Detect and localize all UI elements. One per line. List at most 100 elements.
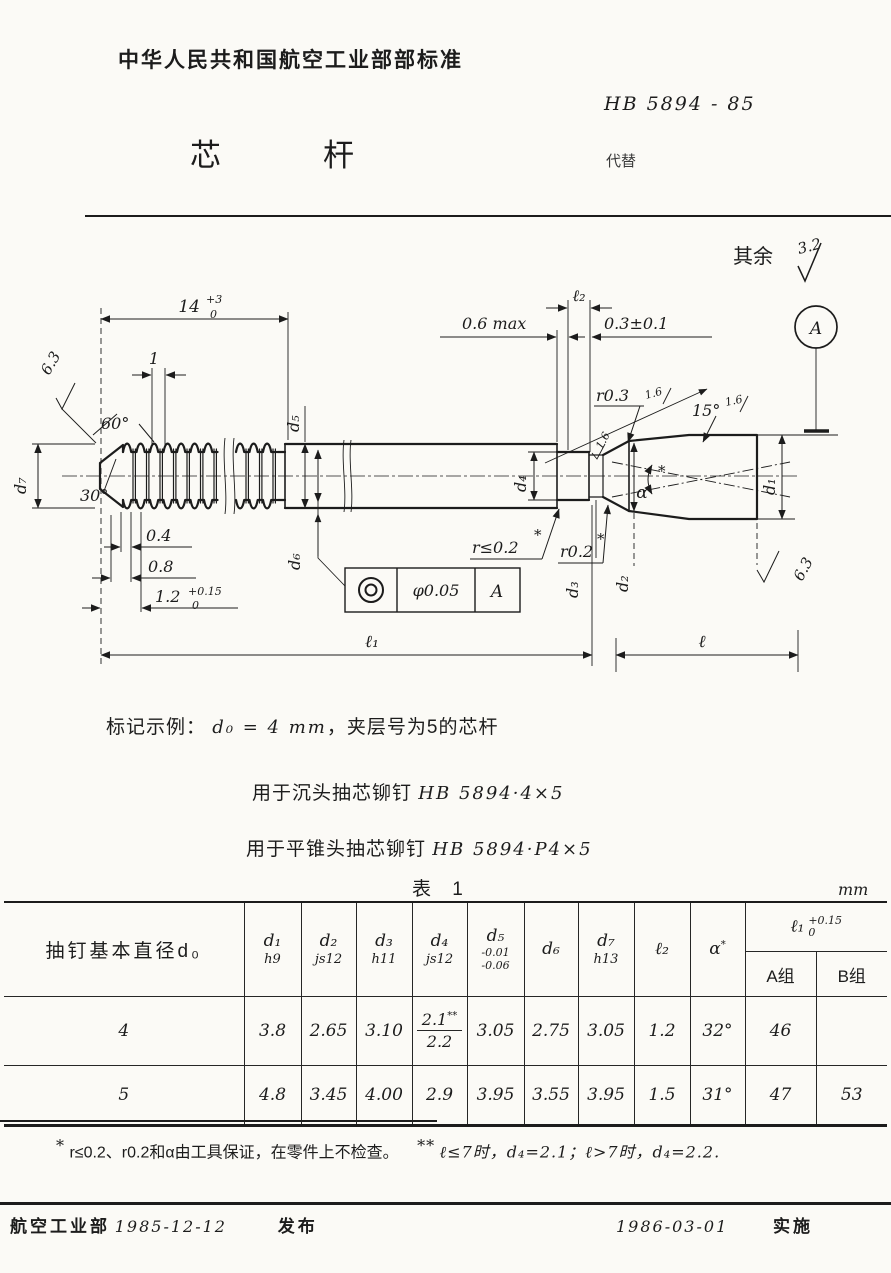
dim-12-tol-up: +0.15 xyxy=(188,585,222,598)
neck-extensions xyxy=(556,300,591,452)
cell-d5: 3.05 xyxy=(466,996,525,1066)
ministry-standard-heading: 中华人民共和国航空工业部部标准 xyxy=(118,49,463,72)
marking-line2-text: 用于沉头抽芯铆钉 xyxy=(252,783,413,804)
cell-d7: 3.05 xyxy=(577,996,635,1066)
d1-label: d₁ xyxy=(760,478,779,495)
cell-l1-b: 53 xyxy=(815,1065,887,1126)
rough-63-left-leader xyxy=(61,408,97,444)
table-unit: mm xyxy=(838,880,869,899)
angle-30-label: 30° xyxy=(80,486,108,505)
dim-03-value: 0.3±0.1 xyxy=(604,314,668,333)
cell-d7: 3.95 xyxy=(577,1065,635,1126)
r-02-label: r0.2 xyxy=(560,542,593,561)
table-row: 4 3.8 2.65 3.10 2.1**2.2 3.05 2.75 3.05 … xyxy=(4,996,887,1066)
marking-example-line2: 用于沉头抽芯铆钉 HB 5894·4×5 xyxy=(252,778,564,805)
small-dim-extensions xyxy=(110,512,142,612)
dim-04-value: 0.4 xyxy=(146,526,171,545)
col-header-d0: 抽钉基本直径d₀ xyxy=(4,901,245,997)
tolerance-frame-dividers xyxy=(396,568,476,612)
angle-60-label: 60° xyxy=(101,414,129,433)
cell-d0: 5 xyxy=(4,1065,245,1126)
thread-length-value: 14 xyxy=(178,297,200,317)
dim-08-value: 0.8 xyxy=(148,557,173,576)
tolerance-datum: A xyxy=(489,582,503,602)
cell-d6: 2.75 xyxy=(523,996,579,1066)
part-drawing: 其余 3.2 A d₇ xyxy=(11,235,838,672)
d7-label: d₇ xyxy=(11,477,30,494)
table-row: 5 4.8 3.45 4.00 2.9 3.95 3.55 3.95 1.5 3… xyxy=(4,1065,887,1126)
l2-label: ℓ₂ xyxy=(572,286,585,305)
angle-30-leader xyxy=(103,458,117,492)
rough-63-right-value: 6.3 xyxy=(790,554,817,584)
d2-label: d₂ xyxy=(613,575,632,592)
dim-12-value: 1.2 xyxy=(155,587,180,606)
footer-implementation: 1986-03-01 实施 xyxy=(616,1212,813,1237)
d6-label: d₆ xyxy=(285,553,304,570)
concentricity-icon xyxy=(358,577,384,603)
tolerance-value: φ0.05 xyxy=(413,581,460,600)
footer-issue-label: 发布 xyxy=(277,1217,318,1236)
thread-length-tol-up: +3 xyxy=(206,293,222,306)
thread-profile xyxy=(121,442,278,510)
cell-d4: 2.9 xyxy=(411,1065,468,1126)
cell-d6: 3.55 xyxy=(523,1065,579,1126)
r-02-leader xyxy=(602,504,611,564)
footer-issue: 航空工业部 1985-12-12 发布 xyxy=(10,1212,318,1237)
replaces-label: 代替 xyxy=(606,153,637,170)
r-03-leader xyxy=(627,405,641,443)
general-roughness-value: 3.2 xyxy=(796,235,824,258)
cell-d0: 4 xyxy=(4,996,245,1066)
cell-d1: 4.8 xyxy=(243,1065,302,1126)
col-header-group-b: B组 xyxy=(815,951,887,997)
cell-l1-a: 47 xyxy=(744,1065,817,1126)
marking-formula: d₀ = 4 mm xyxy=(212,717,327,738)
cell-l1-a: 46 xyxy=(744,996,817,1066)
chamfer-construction-line xyxy=(544,388,708,464)
l-label: ℓ xyxy=(698,632,705,652)
marking-line3-text: 用于平锥头抽芯铆钉 xyxy=(246,839,427,860)
break-lines xyxy=(223,437,353,515)
footer-impl-label: 实施 xyxy=(772,1217,813,1236)
tolerance-frame-leader xyxy=(314,513,346,587)
l1-label: ℓ₁ xyxy=(365,632,379,652)
rough-16-chamfer-tick xyxy=(662,387,672,405)
pitch-extensions xyxy=(151,368,166,446)
angle-60-leaders xyxy=(92,413,155,443)
footer-issue-date: 1985-12-12 xyxy=(114,1217,227,1236)
pitch-value: 1 xyxy=(149,349,159,368)
thread-length-tol-dn: 0 xyxy=(210,308,217,321)
rough-16-chamfer-value: 1.6 xyxy=(643,385,663,402)
marking-example-line1: 标记示例： d₀ = 4 mm，夹层号为5的芯杆 xyxy=(106,712,498,739)
roughness-check-icon xyxy=(797,242,822,283)
col-header-d5: d₅-0.01-0.06 xyxy=(466,901,525,997)
col-header-alpha: α* xyxy=(689,901,746,997)
l-extensions xyxy=(615,630,799,672)
cell-alpha: 32° xyxy=(689,996,746,1066)
cell-l2: 1.2 xyxy=(633,996,691,1066)
r-02-star: * xyxy=(597,530,605,548)
col-header-d6: d₆ xyxy=(523,901,579,997)
alpha-arc xyxy=(644,464,653,495)
cell-d5: 3.95 xyxy=(466,1065,525,1126)
marking-intro-text: ，夹层号为5的芯杆 xyxy=(326,717,499,738)
cell-d3: 3.10 xyxy=(355,996,413,1066)
standard-number: HB 5894 - 85 xyxy=(604,93,756,115)
page-title: 芯杆 xyxy=(190,138,456,173)
col-header-l2: ℓ₂ xyxy=(633,901,691,997)
rough-63-left-value: 6.3 xyxy=(37,348,65,378)
datum-circle-label: A xyxy=(808,319,822,339)
max-06-value: 0.6 max xyxy=(462,314,526,333)
marking-example-line3: 用于平锥头抽芯铆钉 HB 5894·P4×5 xyxy=(246,834,593,861)
cell-alpha: 31° xyxy=(689,1065,746,1126)
r-le-02-star: * xyxy=(534,526,542,544)
d7-extensions xyxy=(32,443,95,509)
footnote-divider xyxy=(0,1120,437,1122)
alpha-label: α xyxy=(636,483,648,503)
